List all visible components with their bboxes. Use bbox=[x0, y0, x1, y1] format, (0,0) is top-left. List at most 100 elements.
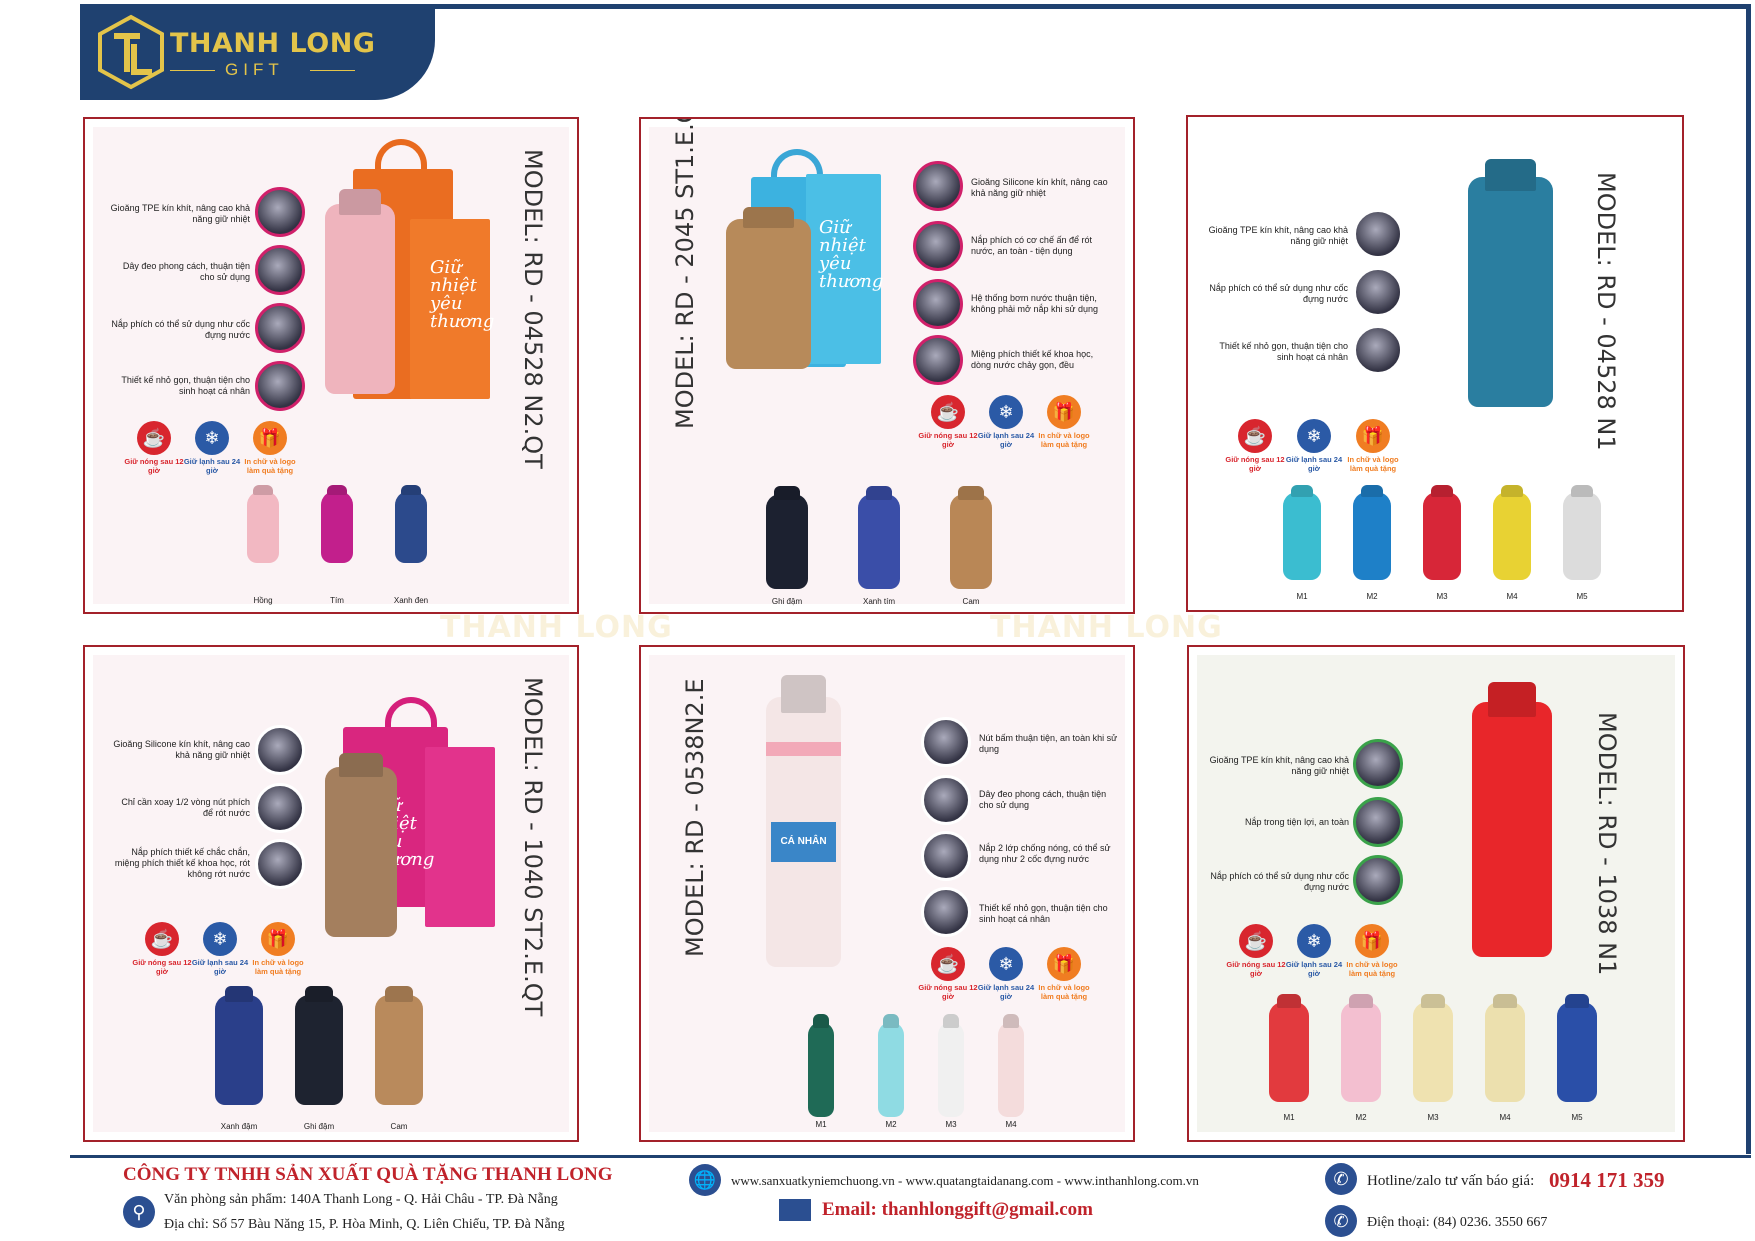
product-card-2: MODEL: RD - 2045 ST1.E.QT Giữ nhiệt yêu … bbox=[639, 117, 1135, 614]
location-pin-icon: ⚲ bbox=[123, 1196, 155, 1228]
main-address: Địa chỉ: Số 57 Bàu Năng 15, P. Hòa Minh,… bbox=[164, 1217, 565, 1232]
badge-hot-label: Giữ nóng sau 12 giờ bbox=[124, 457, 184, 475]
feature-seal-icon bbox=[913, 161, 963, 211]
gift-box bbox=[425, 747, 495, 927]
feature-text: Gioăng TPE kín khít, nâng cao khả năng g… bbox=[1208, 225, 1348, 246]
badge-cold-label: Giữ lạnh sau 24 giờ bbox=[1285, 455, 1343, 473]
brand-sub: GIFT bbox=[225, 60, 284, 79]
hot-cup-icon: ☕ bbox=[931, 947, 965, 981]
badge-cold-label: Giữ lạnh sau 24 giờ bbox=[977, 431, 1035, 449]
feature-text: Dây đeo phong cách, thuận tiện cho sử dụ… bbox=[122, 261, 250, 282]
feature-cup-icon bbox=[1353, 855, 1403, 905]
variant-bottle bbox=[1341, 1002, 1381, 1102]
feature-pump-icon bbox=[913, 279, 963, 329]
variant-bottle bbox=[395, 491, 427, 563]
feature-text: Hệ thống bơm nước thuận tiện, không phải… bbox=[971, 293, 1099, 314]
badge-hot-label: Giữ nóng sau 12 giờ bbox=[1225, 455, 1285, 473]
gift-icon: 🎁 bbox=[261, 922, 295, 956]
thermos-red bbox=[1472, 702, 1552, 957]
model-label: MODEL: RD - 1038 N1 bbox=[1593, 712, 1621, 976]
globe-icon: 🌐 bbox=[689, 1164, 721, 1196]
feature-text: Miệng phích thiết kế khoa học, dòng nước… bbox=[971, 349, 1094, 370]
variant-bottle bbox=[858, 494, 900, 589]
company-name: CÔNG TY TNHH SẢN XUẤT QUÀ TẶNG THANH LON… bbox=[123, 1164, 613, 1185]
variant-label: M1 bbox=[815, 1120, 827, 1129]
snowflake-icon: ❄ bbox=[1297, 924, 1331, 958]
feature-text: Gioăng TPE kín khít, nâng cao khả năng g… bbox=[1209, 755, 1349, 776]
variant-bottle bbox=[247, 491, 279, 563]
bag-handle bbox=[771, 149, 823, 185]
gift-box bbox=[410, 219, 490, 399]
bag-handle bbox=[375, 139, 427, 179]
feature-strap-icon bbox=[921, 775, 971, 825]
variant-label: M2 bbox=[885, 1120, 897, 1129]
feature-compact-icon bbox=[1353, 325, 1403, 375]
variant-label: M5 bbox=[1576, 592, 1588, 601]
variant-bottle bbox=[1563, 492, 1601, 580]
variant-label: Xanh đen bbox=[393, 596, 429, 605]
hotline-number[interactable]: 0914 171 359 bbox=[1549, 1168, 1665, 1192]
product-label: CÁ NHÂN bbox=[771, 822, 836, 862]
thermos-pink bbox=[325, 204, 395, 394]
phone-number[interactable]: Điện thoại: (84) 0236. 3550 667 bbox=[1367, 1215, 1548, 1230]
feature-text: Gioăng TPE kín khít, nâng cao khả năng g… bbox=[110, 203, 250, 224]
snowflake-icon: ❄ bbox=[1297, 419, 1331, 453]
variant-bottle bbox=[1283, 492, 1321, 580]
hotline-label: Hotline/zalo tư vấn báo giá: bbox=[1367, 1173, 1535, 1189]
variant-bottle bbox=[215, 995, 263, 1105]
badge-hot-label: Giữ nóng sau 12 giờ bbox=[918, 983, 978, 1001]
feature-compact-icon bbox=[921, 887, 971, 937]
badge-cold-label: Giữ lạnh sau 24 giờ bbox=[183, 457, 241, 475]
variant-label: M1 bbox=[1283, 1113, 1295, 1122]
feature-seal-icon bbox=[1353, 739, 1403, 789]
variant-label: M3 bbox=[1427, 1113, 1439, 1122]
thermos-teal bbox=[1468, 177, 1553, 407]
brand-line-left bbox=[170, 70, 215, 71]
snowflake-icon: ❄ bbox=[195, 421, 229, 455]
hot-cup-icon: ☕ bbox=[1239, 924, 1273, 958]
websites[interactable]: www.sanxuatkyniemchuong.vn - www.quatang… bbox=[731, 1173, 1199, 1188]
feature-seal-icon bbox=[255, 187, 305, 237]
box-text: Giữ nhiệt yêu thương bbox=[430, 257, 495, 332]
email-link[interactable]: Email: thanhlonggift@gmail.com bbox=[822, 1199, 1094, 1220]
gift-icon: 🎁 bbox=[1355, 924, 1389, 958]
model-label: MODEL: RD - 04528 N2.QT bbox=[519, 149, 547, 469]
variant-label: M4 bbox=[1506, 592, 1518, 601]
model-label: MODEL: RD - 1040 ST2.E.QT bbox=[519, 677, 547, 1017]
variant-label: M1 bbox=[1296, 592, 1308, 601]
feature-text: Dây đeo phong cách, thuận tiện cho sử dụ… bbox=[979, 789, 1107, 810]
badge-hot-label: Giữ nóng sau 12 giờ bbox=[1226, 960, 1286, 978]
badge-cold-label: Giữ lạnh sau 24 giờ bbox=[977, 983, 1035, 1001]
feature-twist-icon bbox=[255, 783, 305, 833]
feature-text: Gioăng Silicone kín khít, nâng cao khả n… bbox=[971, 177, 1108, 198]
variant-bottle bbox=[375, 995, 423, 1105]
snowflake-icon: ❄ bbox=[989, 947, 1023, 981]
variant-label: Tím bbox=[330, 596, 344, 605]
feature-text: Thiết kế nhỏ gọn, thuận tiện cho sinh ho… bbox=[1219, 341, 1348, 362]
box-text: Giữ nhiệt yêu thương bbox=[819, 217, 884, 292]
feature-text: Nắp 2 lớp chống nóng, có thể sử dụng như… bbox=[979, 843, 1111, 864]
jug-copper bbox=[325, 767, 397, 937]
feature-spout-icon bbox=[913, 335, 963, 385]
variant-label: M4 bbox=[1499, 1113, 1511, 1122]
gift-icon: 🎁 bbox=[1356, 419, 1390, 453]
product-card-3: MODEL: RD - 04528 N1 Gioăng TPE kín khít… bbox=[1186, 115, 1684, 612]
variant-label: Xanh đậm bbox=[220, 1122, 258, 1131]
feature-inner-lid-icon bbox=[1353, 797, 1403, 847]
gift-icon: 🎁 bbox=[1047, 947, 1081, 981]
hot-cup-icon: ☕ bbox=[931, 395, 965, 429]
badge-gift-label: In chữ và logo làm quà tặng bbox=[1346, 960, 1398, 978]
feature-text: Nắp phích có cơ chế ấn để rót nước, an t… bbox=[971, 235, 1092, 256]
variant-bottle bbox=[1493, 492, 1531, 580]
variant-bottle bbox=[878, 1022, 904, 1117]
feature-seal-icon bbox=[1353, 209, 1403, 259]
feature-text: Nắp phích có thể sử dụng như cốc đựng nư… bbox=[1209, 283, 1348, 304]
product-card-6: MODEL: RD - 1038 N1 Gioăng TPE kín khít,… bbox=[1187, 645, 1685, 1142]
feature-button-icon bbox=[921, 717, 971, 767]
variant-label: Ghi đậm bbox=[303, 1122, 335, 1131]
product-card-4: MODEL: RD - 1040 ST2.E.QT Giữ nhiệt yêu … bbox=[83, 645, 579, 1142]
variant-bottle bbox=[950, 494, 992, 589]
variant-bottle bbox=[1423, 492, 1461, 580]
right-border bbox=[1746, 4, 1751, 1154]
variant-bottle bbox=[766, 494, 808, 589]
